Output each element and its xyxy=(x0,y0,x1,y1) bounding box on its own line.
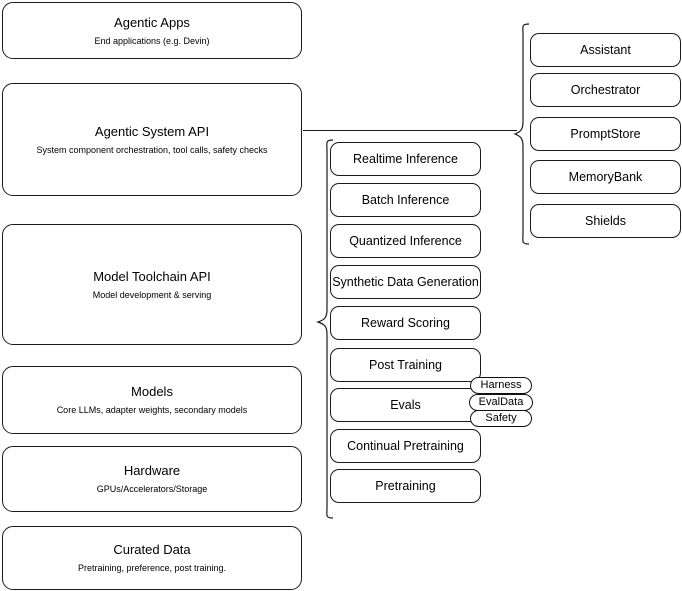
toolchain-card-continual-pretraining[interactable]: Continual Pretraining xyxy=(330,429,481,463)
component-card-shields[interactable]: Shields xyxy=(530,204,681,238)
layer-title: Agentic Apps xyxy=(114,14,190,30)
layer-title: Models xyxy=(131,384,173,399)
toolchain-card-batch-inference[interactable]: Batch Inference xyxy=(330,183,481,217)
layer-subtitle: System component orchestration, tool cal… xyxy=(36,144,268,155)
layer-card-hardware[interactable]: Hardware GPUs/Accelerators/Storage xyxy=(2,446,302,512)
layer-card-agentic-apps[interactable]: Agentic Apps End applications (e.g. Devi… xyxy=(2,2,302,59)
layer-card-models[interactable]: Models Core LLMs, adapter weights, secon… xyxy=(2,366,302,434)
component-title: Assistant xyxy=(580,43,631,57)
toolchain-card-realtime-inference[interactable]: Realtime Inference xyxy=(330,142,481,176)
layer-title: Curated Data xyxy=(113,542,191,557)
toolchain-title: Pretraining xyxy=(375,479,436,493)
toolchain-card-synthetic-data-generation[interactable]: Synthetic Data Generation xyxy=(330,265,481,299)
toolchain-title: Quantized Inference xyxy=(349,234,462,248)
eval-badge-safety[interactable]: Safety xyxy=(470,410,532,427)
toolchain-title: Batch Inference xyxy=(361,193,450,207)
component-title: PromptStore xyxy=(570,127,641,141)
layer-title: Agentic System API xyxy=(94,123,210,139)
component-title: MemoryBank xyxy=(568,170,643,184)
layer-card-curated-data[interactable]: Curated Data Pretraining, preference, po… xyxy=(2,526,302,590)
eval-badge-label: EvalData xyxy=(478,396,524,408)
eval-badge-label: Harness xyxy=(480,379,522,391)
eval-badge-evaldata[interactable]: EvalData xyxy=(469,394,533,411)
brace-toolchain-components xyxy=(316,139,334,519)
toolchain-card-evals[interactable]: Evals xyxy=(330,388,481,422)
eval-badge-harness[interactable]: Harness xyxy=(470,377,532,394)
toolchain-title: Reward Scoring xyxy=(361,316,450,330)
toolchain-title: Evals xyxy=(390,398,421,412)
layer-card-model-toolchain-api[interactable]: Model Toolchain API Model development & … xyxy=(2,224,302,345)
toolchain-card-quantized-inference[interactable]: Quantized Inference xyxy=(330,224,481,258)
layer-card-agentic-system-api[interactable]: Agentic System API System component orch… xyxy=(2,83,302,196)
toolchain-card-reward-scoring[interactable]: Reward Scoring xyxy=(330,306,481,340)
connector-system-api-to-components xyxy=(303,130,517,132)
toolchain-card-pretraining[interactable]: Pretraining xyxy=(330,469,481,503)
toolchain-title: Post Training xyxy=(369,358,442,372)
toolchain-title: Continual Pretraining xyxy=(347,439,464,453)
layer-subtitle: Model development & serving xyxy=(92,289,212,300)
component-card-memorybank[interactable]: MemoryBank xyxy=(530,160,681,194)
layer-subtitle: Pretraining, preference, post training. xyxy=(77,563,227,573)
component-title: Shields xyxy=(585,214,626,228)
brace-system-components xyxy=(513,23,530,245)
component-card-assistant[interactable]: Assistant xyxy=(530,33,681,67)
layer-title: Hardware xyxy=(123,463,181,478)
layer-subtitle: End applications (e.g. Devin) xyxy=(94,35,210,46)
layer-title: Model Toolchain API xyxy=(93,268,211,284)
component-card-promptstore[interactable]: PromptStore xyxy=(530,117,681,151)
component-title: Orchestrator xyxy=(570,83,641,97)
component-card-orchestrator[interactable]: Orchestrator xyxy=(530,73,681,107)
toolchain-title: Synthetic Data Generation xyxy=(332,275,479,289)
toolchain-title: Realtime Inference xyxy=(353,152,458,166)
eval-badge-label: Safety xyxy=(485,412,517,424)
layer-subtitle: GPUs/Accelerators/Storage xyxy=(96,484,208,494)
layer-subtitle: Core LLMs, adapter weights, secondary mo… xyxy=(56,405,248,415)
toolchain-card-post-training[interactable]: Post Training xyxy=(330,348,481,382)
